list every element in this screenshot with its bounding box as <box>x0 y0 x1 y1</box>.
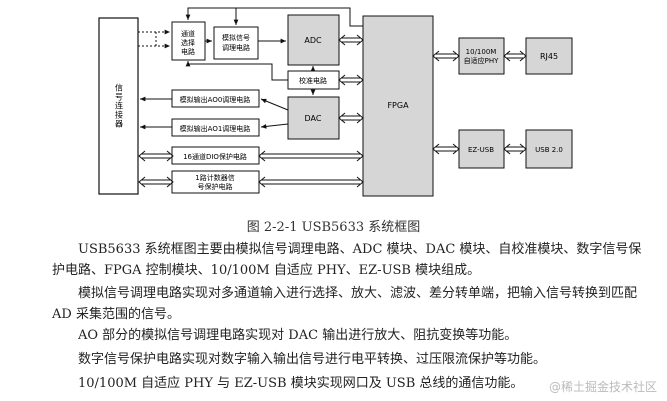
analog-conditioning-block <box>213 26 259 60</box>
adc-block <box>287 14 340 66</box>
fpga-block <box>362 15 434 197</box>
counter-label: 1路计数器信号保护电路 <box>195 173 234 191</box>
paragraph-1: USB5633 系统框图主要由模拟信号调理电路、ADC 模块、DAC 模块、自校… <box>52 242 642 278</box>
paragraph-4: 数字信号保护电路实现对数字输入输出信号进行电平转换、过压限流保护等功能。 <box>78 352 547 367</box>
analog-conditioning-label: 模拟信号调理电路 <box>222 33 250 52</box>
usb-block <box>525 129 573 169</box>
paragraph-5: 10/100M 自适应 PHY 与 EZ-USB 模块实现网口及 USB 总线的… <box>78 376 524 391</box>
channel-select-label: 通道选择电路 <box>181 29 195 56</box>
ezusb-label: EZ-USB <box>468 146 494 154</box>
ao1-label: 模拟输出AO1调理电路 <box>180 124 251 133</box>
rj45-label: RJ45 <box>540 52 558 61</box>
ao0-label: 模拟输出AO0调理电路 <box>180 95 251 104</box>
paragraph-2: 模拟信号调理电路实现对多通道输入进行选择、放大、滤波、差分转单端，把输入信号转换… <box>52 286 638 322</box>
calibration-lines <box>185 61 316 95</box>
signal-connector-label: 信号连接器 <box>115 83 124 129</box>
figure-caption: 图 2-2-1 USB5633 系统框图 <box>246 220 421 235</box>
dio-label: 16通道DIO保护电路 <box>183 152 247 161</box>
phy-block <box>458 37 505 75</box>
signal-connector-block <box>98 17 139 195</box>
calibration-label: 校准电路 <box>299 76 327 85</box>
dac-label: DAC <box>305 114 322 123</box>
channel-select-block <box>171 21 206 61</box>
system-block-diagram: 信号连接器 通道选择电路 模拟信号调理电路 ADC 校准电路 DAC 模拟输出A… <box>98 7 573 197</box>
control-lines <box>185 7 363 27</box>
input-lines <box>138 29 286 49</box>
bus-arrows <box>138 34 527 188</box>
paragraph-3: AO 部分的模拟信号调理电路实现对 DAC 输出进行放大、阻抗变换等功能。 <box>78 328 518 343</box>
adc-label: ADC <box>304 36 322 45</box>
dac-output-lines <box>140 96 289 130</box>
watermark: @稀土掘金技术社区 <box>548 380 657 394</box>
usb-label: USB 2.0 <box>535 146 563 154</box>
fpga-label: FPGA <box>387 101 409 110</box>
